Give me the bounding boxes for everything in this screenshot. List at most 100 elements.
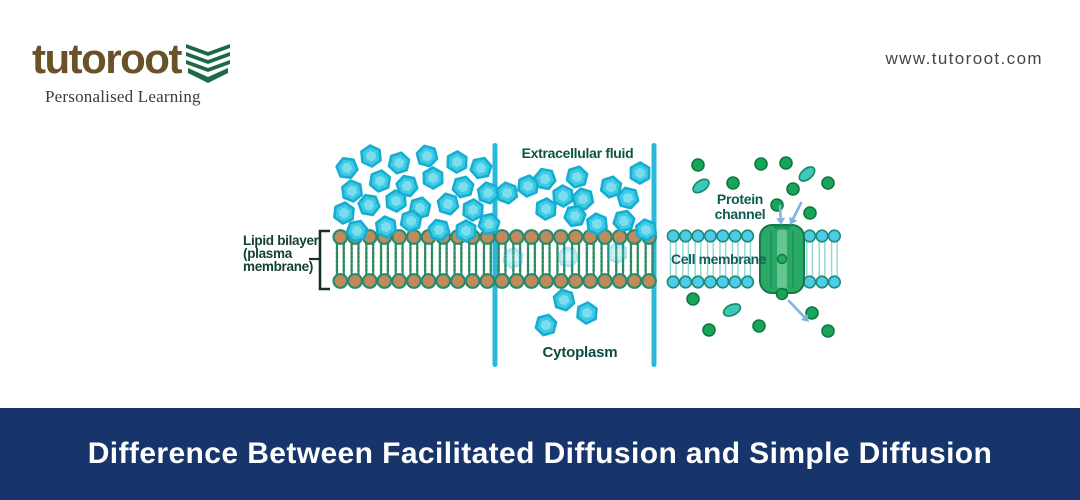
phospholipid-head <box>815 275 829 289</box>
diffusing-molecule <box>629 161 651 185</box>
diffusing-molecule <box>446 150 468 174</box>
solute-molecule <box>686 292 700 306</box>
lipid-bilayer-label: Lipid bilayer (plasma membrane) <box>243 233 319 274</box>
diffusing-molecule <box>599 175 623 199</box>
phospholipid-head <box>464 273 481 289</box>
phospholipid-head <box>538 273 555 289</box>
phospholipid-head <box>552 273 569 289</box>
solute-molecule <box>821 324 835 338</box>
diffusing-molecule <box>368 169 392 193</box>
oval-molecule <box>798 166 816 182</box>
solute-molecule <box>752 319 766 333</box>
molecule-crossing-membrane <box>502 246 524 270</box>
phospholipid-head <box>611 229 628 245</box>
diffusing-molecule <box>427 218 451 242</box>
diffusing-molecule <box>552 184 574 208</box>
diffusing-molecule <box>533 167 557 191</box>
website-url: www.tutoroot.com <box>885 49 1043 68</box>
phospholipid-head <box>508 273 525 289</box>
diffusing-molecule <box>374 215 398 239</box>
phospholipid-head <box>703 229 718 243</box>
molecule-in-channel <box>776 253 788 265</box>
logo-text: tutoroot <box>32 35 182 82</box>
phospholipid-head <box>420 273 437 289</box>
diffusing-molecule <box>451 175 475 199</box>
diffusing-molecule <box>477 212 501 236</box>
phospholipid-head <box>678 229 693 243</box>
phospholipid-head <box>347 273 363 289</box>
solute-molecule <box>805 306 819 320</box>
logo: tutoroot Personalised Learning <box>32 35 231 107</box>
phospholipid-head <box>376 273 393 289</box>
phospholipid-head <box>728 275 742 289</box>
diffusing-molecule <box>576 301 598 325</box>
protein-channel-label: Protein channel <box>714 191 766 222</box>
title-banner: Difference Between Facilitated Diffusion… <box>0 408 1080 500</box>
solute-molecule <box>691 158 705 172</box>
phospholipid-head <box>405 273 422 289</box>
phospholipid-head <box>508 229 525 245</box>
diffusing-molecule <box>586 212 608 236</box>
phospholipid-head <box>703 275 718 289</box>
diffusing-molecule <box>571 187 595 211</box>
phospholipid-head <box>716 275 730 289</box>
phospholipid-head <box>567 229 584 245</box>
diffusing-molecule <box>436 192 460 216</box>
page-title: Difference Between Facilitated Diffusion… <box>87 437 993 470</box>
diffusing-molecule <box>455 219 477 243</box>
panel-divider-line <box>492 143 498 367</box>
direction-arrow-head <box>800 313 809 322</box>
diffusing-molecule <box>335 157 359 179</box>
phospholipid-head <box>728 229 742 243</box>
solute-molecule <box>779 156 793 170</box>
diffusing-molecule <box>345 219 369 243</box>
diffusing-molecule <box>535 197 557 221</box>
direction-arrow <box>791 201 803 221</box>
solute-molecule <box>786 182 800 196</box>
phospholipid-head <box>567 273 584 289</box>
phospholipid-head <box>691 275 705 289</box>
oval-molecule <box>692 178 710 194</box>
diffusing-molecule <box>357 193 381 217</box>
direction-arrow-head <box>776 217 786 225</box>
phospholipid-head <box>626 273 643 289</box>
solute-molecule <box>821 176 835 190</box>
oval-molecule <box>722 303 742 317</box>
diffusing-molecule <box>563 204 587 228</box>
diffusing-molecule <box>616 186 640 210</box>
phospholipid-head <box>391 273 408 289</box>
diffusing-molecule <box>495 181 519 205</box>
solute-molecule <box>754 157 768 171</box>
direction-arrow <box>787 299 806 319</box>
diffusing-molecule <box>565 165 589 189</box>
phospholipid-head <box>479 273 496 289</box>
diffusing-molecule <box>395 174 419 198</box>
phospholipid-head <box>361 273 378 289</box>
diffusing-molecule <box>534 313 558 337</box>
diffusing-molecule <box>387 151 411 175</box>
panel-divider-line <box>651 143 657 367</box>
phospholipid-head <box>552 229 569 245</box>
phospholipid-head <box>435 273 452 289</box>
phospholipid-head <box>716 229 730 243</box>
diffusing-molecule <box>552 288 576 312</box>
phospholipid-head <box>538 229 555 245</box>
phospholipid-head <box>740 229 755 243</box>
phospholipid-head <box>666 229 680 243</box>
molecule-crossing-membrane <box>606 241 628 265</box>
book-icon <box>185 44 231 89</box>
molecule-crossing-membrane <box>556 246 580 268</box>
diffusing-molecule <box>340 179 364 203</box>
phospholipid-head <box>802 229 817 243</box>
diffusing-molecule <box>469 156 493 180</box>
solute-molecule <box>702 323 716 337</box>
phospholipid-head <box>802 275 817 289</box>
diffusing-molecule <box>462 198 484 222</box>
molecule-exiting-channel <box>775 287 789 301</box>
phospholipid-head <box>678 275 693 289</box>
phospholipid-head <box>611 273 628 289</box>
diffusing-molecule <box>333 201 355 225</box>
diffusing-molecule <box>415 144 439 168</box>
phospholipid-head <box>523 273 540 289</box>
